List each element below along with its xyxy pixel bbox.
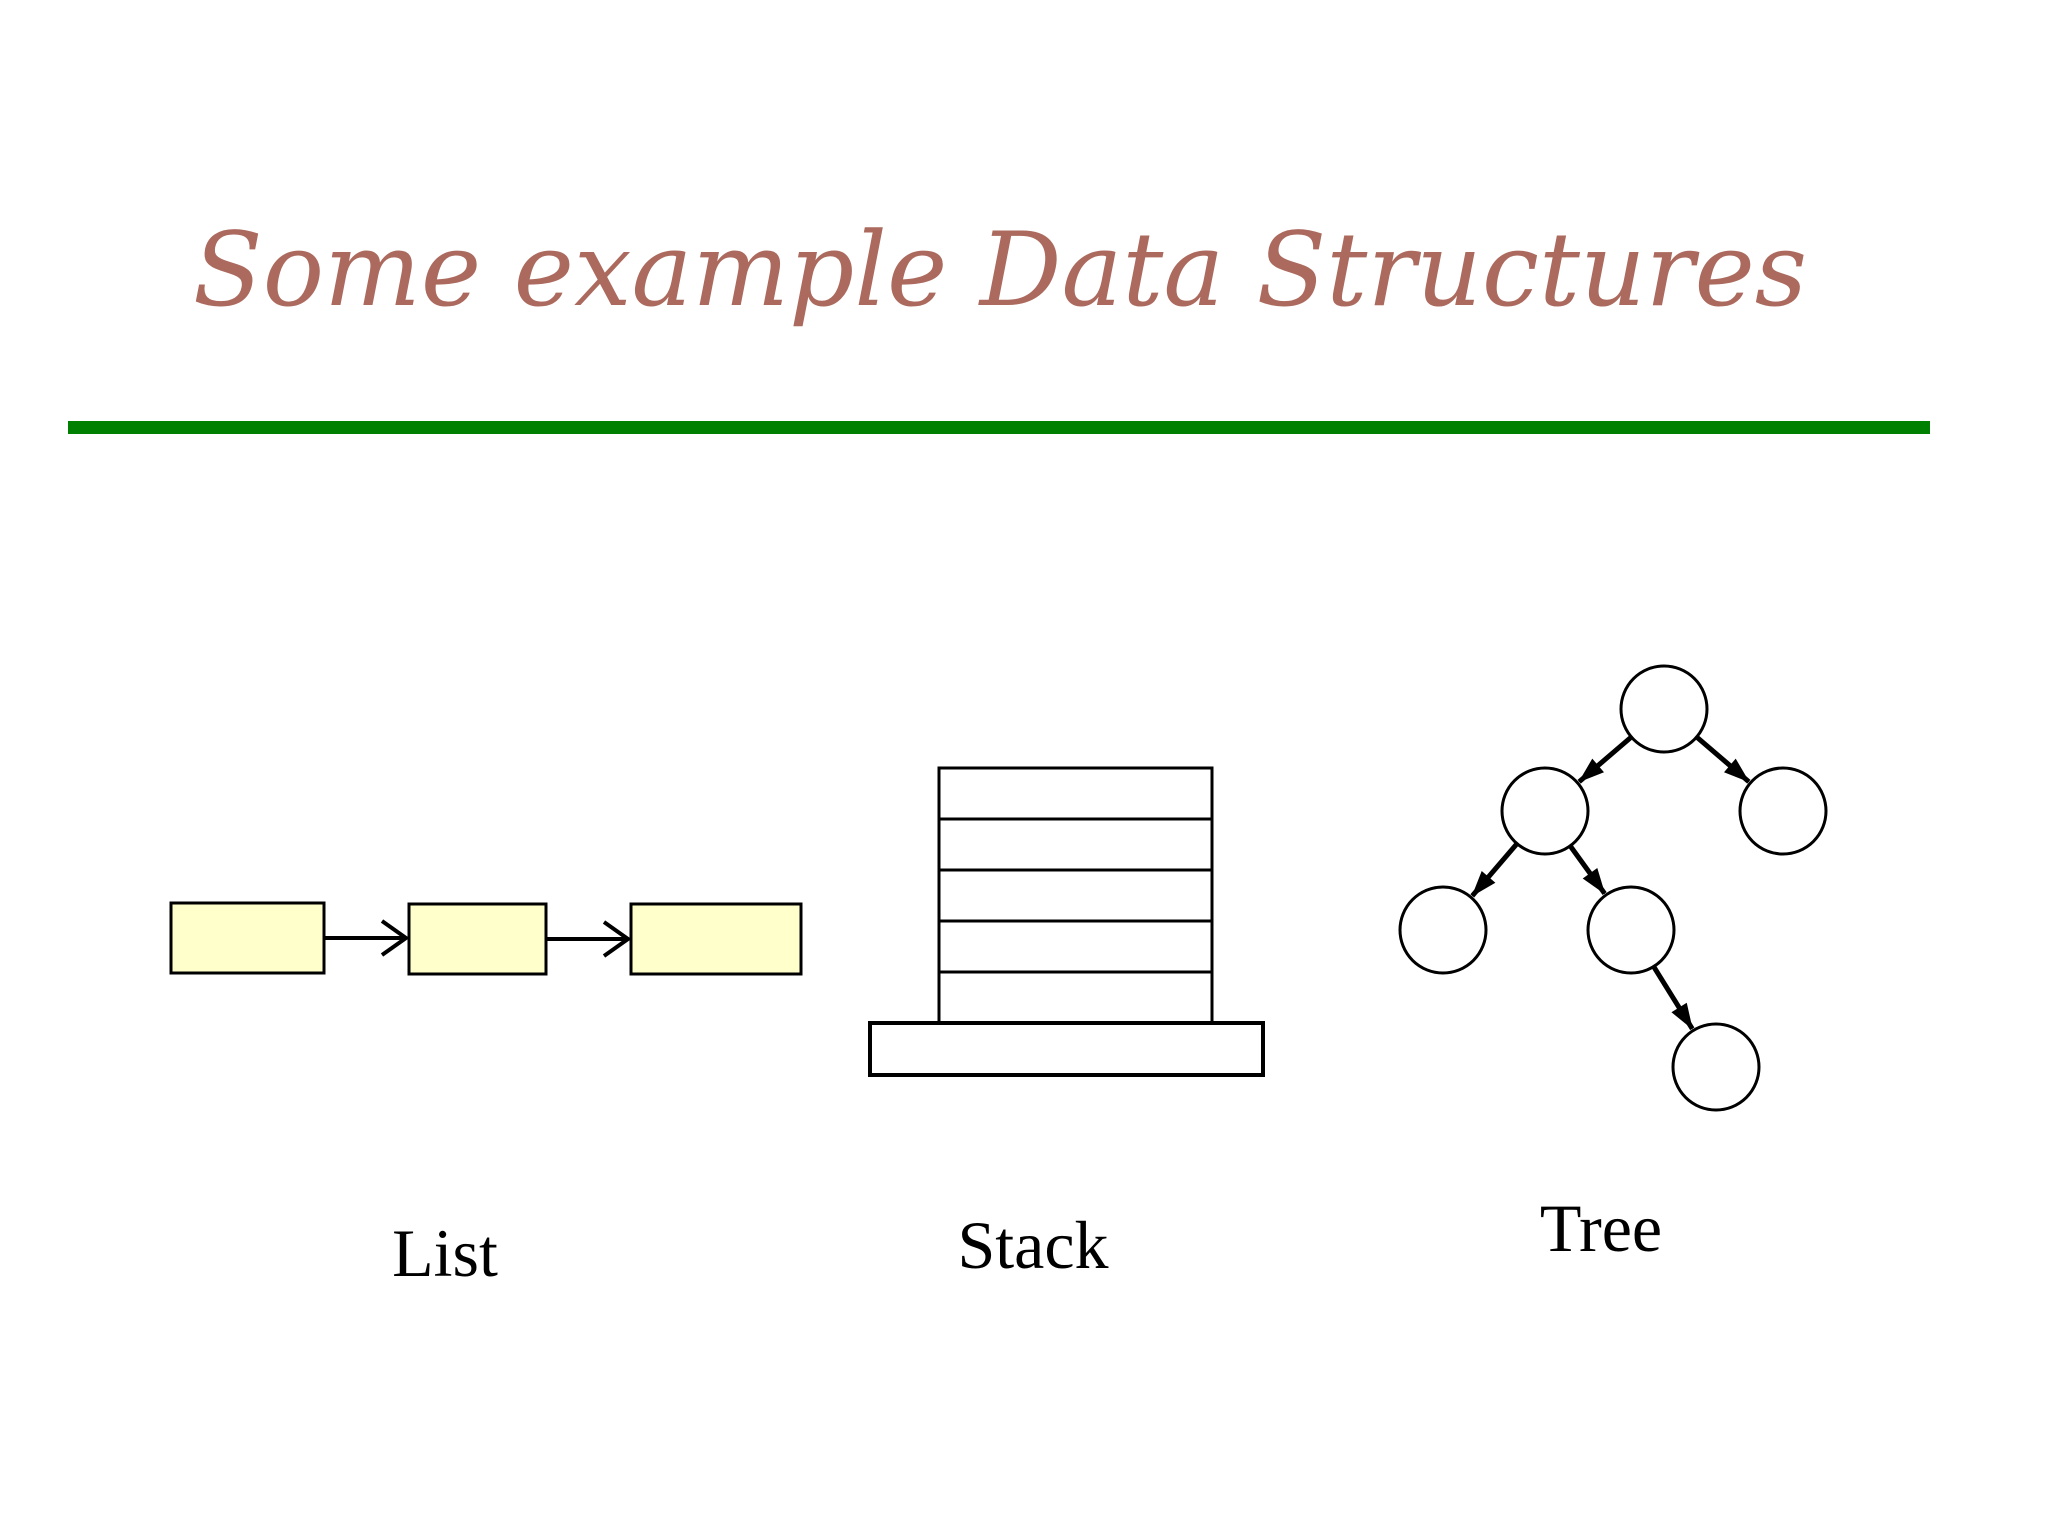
tree-diagram: [1398, 664, 1828, 1112]
tree-node: [1398, 885, 1488, 975]
tree-node: [1619, 664, 1709, 754]
tree-node: [1586, 885, 1676, 975]
stack-base: [868, 1021, 1265, 1077]
stack-label: Stack: [957, 1207, 1109, 1283]
list-label: List: [392, 1215, 498, 1291]
page-title: Some example Data Structures: [192, 211, 1808, 330]
list-arrow: [324, 919, 410, 957]
tree-edge-arrow: [1577, 735, 1633, 784]
tree-edge-arrow: [1651, 965, 1695, 1031]
list-arrowhead-icon: [602, 920, 632, 958]
tree-edge-arrow: [1695, 735, 1751, 784]
title-divider-rule: [68, 421, 1930, 434]
tree-node: [1671, 1022, 1761, 1112]
tree-node: [1500, 766, 1590, 856]
list-node-box: [629, 902, 803, 976]
list-arrowhead-icon: [380, 919, 410, 957]
tree-edge-arrow: [1568, 844, 1607, 895]
tree-node: [1738, 766, 1828, 856]
tree-edge-arrow: [1470, 842, 1519, 898]
tree-label: Tree: [1539, 1190, 1663, 1266]
stack-cell: [937, 868, 1214, 923]
stack-cell: [937, 817, 1214, 872]
stack-cell: [937, 970, 1214, 1025]
list-arrow: [546, 920, 632, 958]
list-diagram: [169, 901, 803, 976]
stack-diagram: [868, 766, 1265, 1077]
stack-cell: [937, 919, 1214, 974]
stack-cell: [937, 766, 1214, 821]
list-node-box: [407, 902, 548, 976]
list-node-box: [169, 901, 326, 975]
